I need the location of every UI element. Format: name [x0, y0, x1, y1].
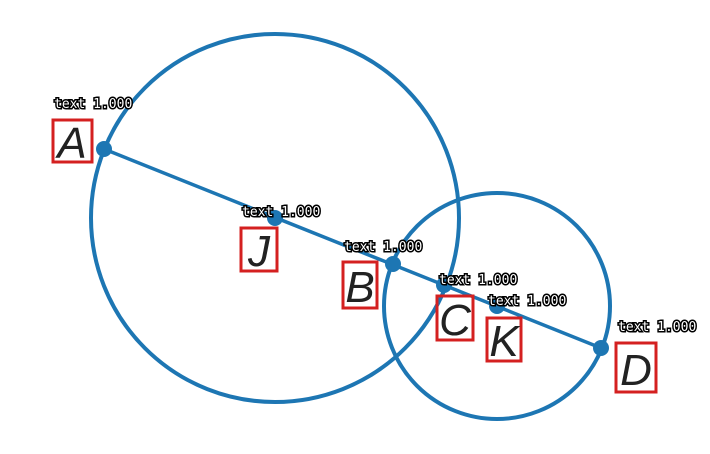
point-c-dot — [436, 277, 452, 293]
label-d-detection-box — [614, 341, 658, 394]
point-a-label: A — [54, 119, 86, 168]
label-b-detection-box — [341, 260, 379, 310]
point-b-dot — [385, 256, 401, 272]
label-j-detection-text: text 1.000 — [242, 205, 320, 220]
point-j-dot — [267, 210, 283, 226]
segment-ad — [102, 147, 603, 350]
label-a-detection-text: text 1.000 — [54, 97, 132, 112]
point-d-dot — [593, 340, 609, 356]
point-c-label: C — [439, 296, 472, 345]
label-a-detection-box — [51, 118, 94, 164]
label-k-detection-box — [485, 316, 523, 363]
circle-j — [89, 32, 461, 404]
label-c-detection-box — [435, 294, 475, 342]
point-d-label: D — [620, 346, 652, 395]
point-k-label: K — [489, 317, 520, 366]
label-d-detection-text: text 1.000 — [618, 320, 696, 335]
figure-layer — [89, 32, 612, 421]
points-layer — [96, 141, 609, 356]
point-j-label: J — [247, 227, 271, 276]
label-b-detection-text: text 1.000 — [344, 240, 422, 255]
point-b-label: B — [345, 263, 374, 312]
point-k-dot — [489, 298, 505, 314]
label-c-detection-text: text 1.000 — [439, 273, 517, 288]
circle-k — [382, 191, 612, 421]
point-a-dot — [96, 141, 112, 157]
label-j-detection-box — [239, 226, 279, 273]
label-k-detection-text: text 1.000 — [488, 294, 566, 309]
